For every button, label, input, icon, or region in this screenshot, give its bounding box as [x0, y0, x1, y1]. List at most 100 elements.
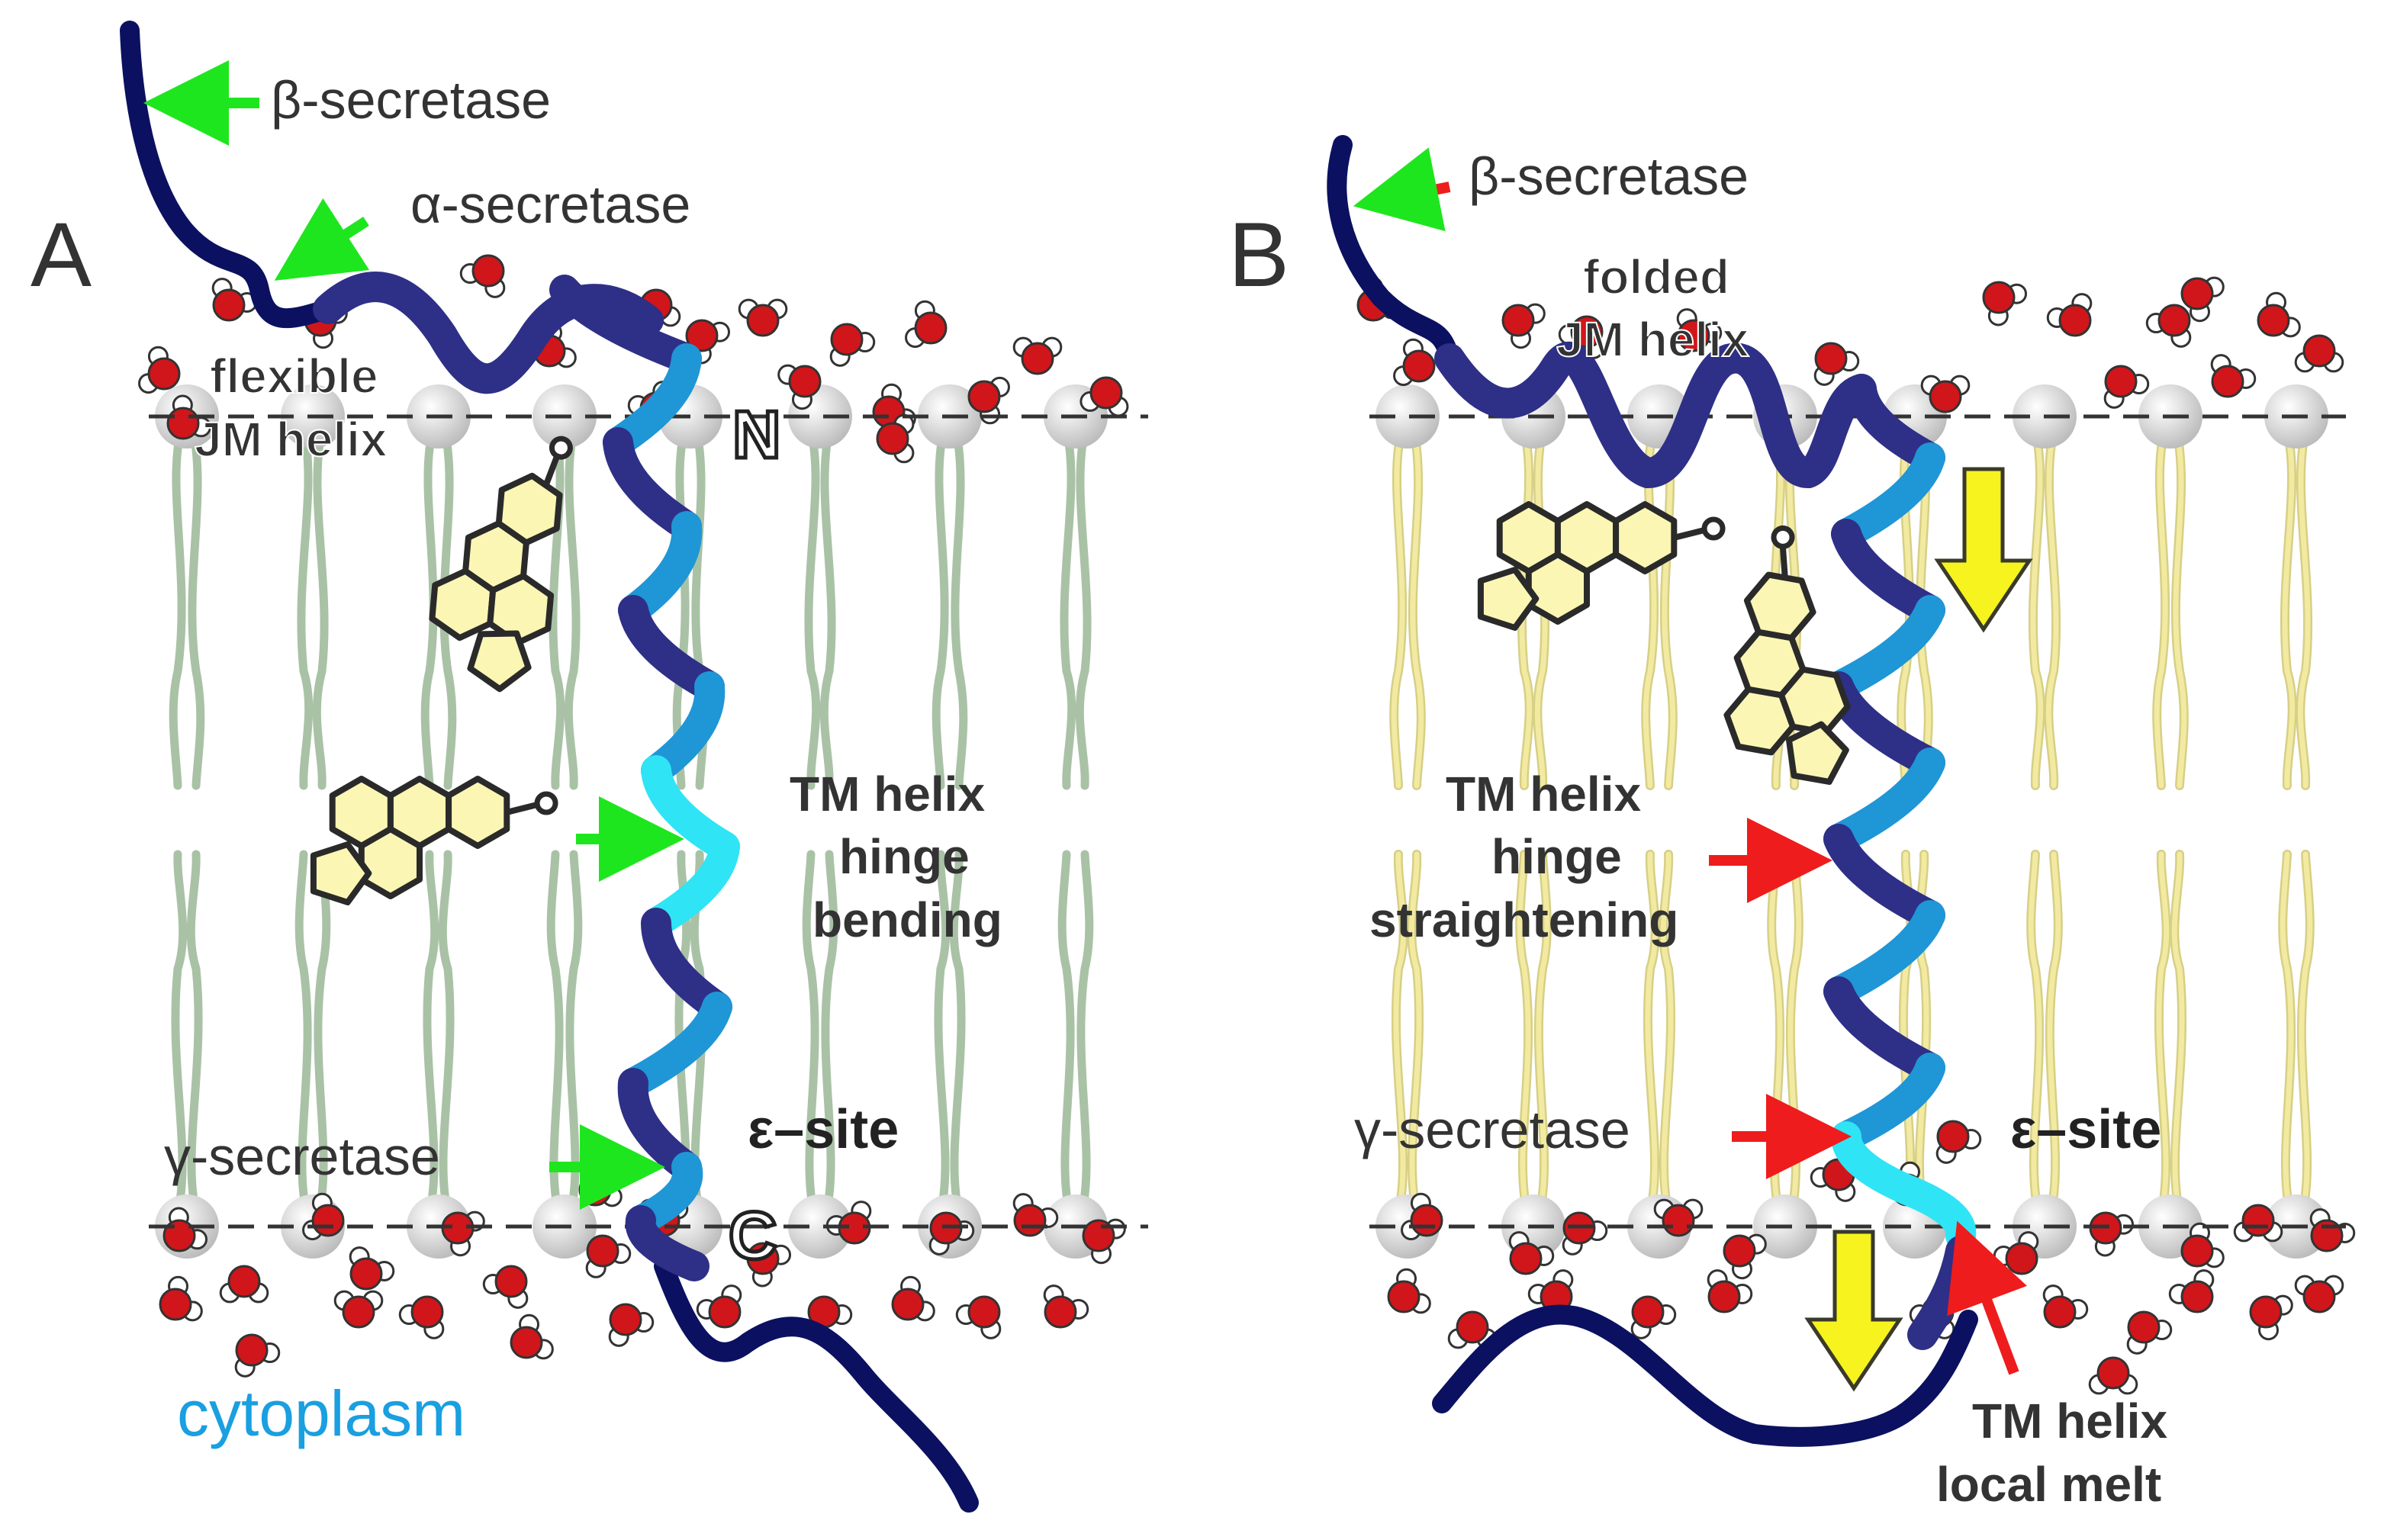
melt-label-b-2: local melt	[1936, 1457, 2161, 1512]
oxygen-atom	[788, 365, 822, 398]
water-molecule	[967, 376, 1010, 425]
beta-secretase-label-b: β-secretase	[1469, 146, 1749, 206]
oxygen-atom	[1723, 1234, 1756, 1268]
oxygen-atom	[2180, 277, 2214, 310]
oxygen-atom	[2302, 1280, 2336, 1313]
water-molecule	[585, 1234, 632, 1278]
helix-segment	[641, 908, 732, 1022]
helix-segment	[1831, 442, 1945, 549]
water-molecules	[138, 254, 2356, 1395]
oxygen-atom	[1677, 319, 1710, 352]
water-molecule	[1079, 376, 1129, 417]
lipid-tail	[1060, 434, 1076, 790]
tm-label-b-2: hinge	[1491, 829, 1622, 884]
melt-label-b-1: TM helix	[1972, 1394, 2167, 1448]
gamma-secretase-label-b: γ-secretase	[1354, 1100, 1630, 1159]
water-molecule	[1508, 1231, 1555, 1275]
water-molecule	[738, 298, 788, 337]
down-arrow-top	[1934, 467, 2033, 633]
lipid-tail	[2030, 436, 2044, 789]
sterol-bond	[1779, 546, 1788, 578]
oxygen-atom	[1509, 1242, 1543, 1275]
helix-segment	[1823, 595, 1945, 702]
oxygen-atom	[1982, 281, 2016, 314]
tm-label-b-3: straightening	[1369, 892, 1678, 947]
lipid-tail	[1645, 851, 1659, 1208]
lipid-tail	[2047, 851, 2061, 1208]
lipid-tail	[2154, 436, 2168, 789]
water-molecule	[2309, 1208, 2356, 1252]
lipid-tail	[821, 850, 838, 1210]
water-molecule	[2180, 1222, 2225, 1268]
panel-letter-a: A	[31, 204, 92, 306]
lipid-tail	[1916, 851, 1929, 1208]
hydroxyl-group	[534, 791, 558, 815]
oxygen-atom	[609, 1303, 642, 1336]
c-terminus-label: C	[729, 1198, 777, 1273]
lipid-tail	[691, 434, 709, 790]
water-molecule	[482, 1265, 529, 1309]
water-molecule	[1707, 1269, 1753, 1313]
water-molecule	[955, 1295, 1002, 1339]
lipid-tail	[1660, 851, 1674, 1208]
oxygen-atom	[235, 1333, 269, 1367]
lipid-tail	[2173, 436, 2187, 789]
water-molecule	[1012, 336, 1063, 375]
sterol-ring	[487, 573, 555, 646]
oxygen-atom	[2096, 1356, 2130, 1390]
alpha-arrow-a	[274, 198, 370, 281]
oxygen-atom	[586, 1234, 619, 1268]
helix-segment	[1831, 1053, 1945, 1152]
water-molecule	[2046, 293, 2093, 337]
epsilon-site-label-b: ε–site	[2010, 1099, 2161, 1160]
hydroxyl-group	[1701, 516, 1726, 541]
oxygen-atom	[1021, 342, 1054, 375]
water-molecule	[2103, 365, 2150, 409]
water-molecule	[159, 1275, 203, 1322]
helix-segment	[1823, 671, 1945, 778]
water-molecule	[2210, 354, 2257, 398]
oxygen-atom	[349, 1257, 383, 1291]
jm-label-a-2: JM helix	[195, 412, 388, 467]
cholesterol-a-lower	[310, 776, 558, 905]
water-molecule	[1393, 338, 1436, 387]
helix-segment	[618, 992, 732, 1098]
lipid-tail	[1408, 851, 1422, 1208]
oxygen-atom	[471, 254, 505, 288]
oxygen-atom	[2302, 334, 2336, 368]
tm-label-a-2: hinge	[839, 829, 970, 884]
water-molecule	[1813, 342, 1860, 386]
water-molecule	[685, 319, 731, 365]
water-molecule	[876, 413, 915, 464]
oxygen-atom	[510, 1326, 543, 1359]
water-molecule	[2249, 1294, 2293, 1341]
hydroxyl-group	[549, 436, 573, 460]
water-molecule	[1920, 375, 1971, 413]
water-molecule	[2168, 1269, 2215, 1313]
tm-label-a-1: TM helix	[790, 767, 985, 821]
oxygen-atom	[876, 422, 909, 455]
sterol-ring	[1778, 666, 1851, 736]
oxygen-atom	[830, 323, 864, 356]
water-molecule	[2042, 1284, 2089, 1329]
beta-secretase-label-a: β-secretase	[271, 70, 551, 130]
panel-letter-b: B	[1228, 204, 1289, 306]
lipid-tail	[312, 434, 329, 790]
lipid-head	[788, 1194, 852, 1259]
down-arrow-bottom	[1804, 1230, 1903, 1392]
oxygen-atom	[2180, 1280, 2214, 1313]
lipid-tail	[949, 850, 966, 1210]
helix-segment	[1823, 976, 1945, 1083]
lipid-tail	[1643, 436, 1657, 789]
water-molecule	[459, 254, 506, 298]
lipid-tail	[819, 434, 836, 790]
sterol-ring	[467, 630, 532, 693]
oxygen-atom	[227, 1265, 261, 1298]
oxygen-atom	[410, 1295, 444, 1329]
oxygen-atom	[1044, 1295, 1077, 1329]
lipid-tail	[2045, 436, 2059, 789]
lipid-tail	[934, 850, 951, 1210]
oxygen-atom	[159, 1288, 192, 1321]
oxygen-atom	[1089, 376, 1123, 410]
